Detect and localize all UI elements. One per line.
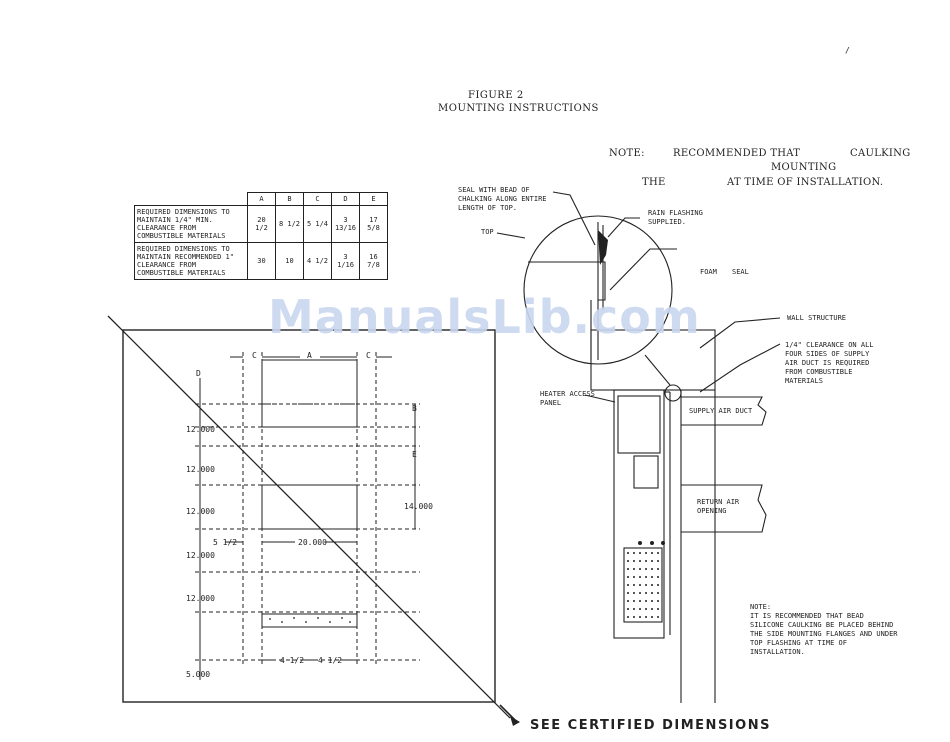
heater-access-callout: HEATER ACCESS PANEL: [540, 390, 595, 407]
dim-label: 14.000: [404, 502, 433, 511]
note-text-3: MOUNTING: [771, 162, 837, 173]
supply-air-label: SUPPLY AIR DUCT: [689, 407, 753, 415]
arrow-head-icon: [510, 716, 520, 726]
dim-label: 12.000: [186, 507, 215, 516]
note-text-5: AT TIME OF INSTALLATION.: [727, 177, 884, 188]
rain-flashing-callout: RAIN FLASHING SUPPLIED.: [648, 209, 703, 226]
label-d: D: [196, 369, 201, 378]
label-c-left: C: [252, 351, 257, 360]
note-text-4: THE: [642, 177, 666, 188]
label-c-right: C: [366, 351, 371, 360]
seal-callout: SEAL WITH BEAD OF CHALKING ALONG ENTIRE …: [458, 186, 547, 212]
detail-circle: [523, 215, 673, 365]
dim-label: 12.000: [186, 594, 215, 603]
diagonal-line: [107, 315, 511, 719]
label-b: B: [412, 404, 417, 413]
louver-rect: [261, 613, 358, 628]
table-cell: 16 7/8: [359, 242, 388, 280]
dim-label: 5 1/2: [213, 538, 238, 547]
louver-grill: [623, 547, 663, 623]
table-cell: 3 1/16: [331, 242, 360, 280]
watermark: ManualsLib.com: [268, 290, 701, 344]
row-label: REQUIRED DIMENSIONS TO MAINTAIN RECOMMEN…: [134, 242, 248, 280]
note-text-1: RECOMMENDED THAT: [673, 148, 801, 159]
foam-callout: FOAM: [700, 268, 717, 276]
top-callout: TOP: [481, 228, 494, 236]
table-row: REQUIRED DIMENSIONS TO MAINTAIN 1/4" MIN…: [134, 205, 388, 243]
label-e: E: [412, 450, 417, 459]
figure-subtitle: MOUNTING INSTRUCTIONS: [438, 103, 599, 114]
dim-label: 20.000: [298, 538, 327, 547]
handwritten-note: SEE CERTIFIED DIMENSIONS: [530, 718, 771, 733]
figure-title: FIGURE 2: [468, 90, 524, 101]
dim-label: 5.000: [186, 670, 211, 679]
note-bottom-text: IT IS RECOMMENDED THAT BEAD SILICONE CAU…: [750, 612, 898, 656]
thermostat-panel: [633, 455, 659, 489]
dimension-table: A B C D E REQUIRED DIMENSIONS TO MAINTAI…: [134, 192, 388, 280]
dim-label: 4 1/2: [318, 656, 343, 665]
wall-structure-callout: WALL STRUCTURE: [787, 314, 847, 322]
rain-flashing-shape: [598, 230, 608, 265]
note-bottom-label: NOTE:: [750, 603, 772, 611]
table-cell: 5 1/4: [303, 205, 332, 243]
table-cell: 4 1/2: [303, 242, 332, 280]
seal-word-callout: SEAL: [732, 268, 749, 276]
note-label: NOTE:: [609, 148, 645, 159]
table-cell: 3 13/16: [331, 205, 360, 243]
page-mark: /: [845, 46, 850, 55]
table-cell: 30: [247, 242, 276, 280]
supply-duct: [681, 396, 767, 426]
heater-unit: [613, 389, 665, 639]
return-air-label: RETURN AIR OPENING: [697, 498, 740, 515]
detail-circle-small: [664, 384, 682, 402]
dim-label: 12.000: [186, 465, 215, 474]
dim-label: 4 1/2: [280, 656, 305, 665]
dim-label: 12.000: [186, 551, 215, 560]
row-label: REQUIRED DIMENSIONS TO MAINTAIN 1/4" MIN…: [134, 205, 248, 243]
table-cell: 17 5/8: [359, 205, 388, 243]
template-frame: [122, 329, 496, 703]
louver-dots: [627, 552, 659, 618]
note-text-2: CAULKING: [850, 148, 911, 159]
return-opening-rect: [261, 484, 358, 530]
clearance-callout: 1/4" CLEARANCE ON ALL FOUR SIDES OF SUPP…: [785, 341, 874, 385]
return-duct: [681, 484, 767, 533]
dim-label: 12.000: [186, 425, 215, 434]
table-cell: 8 1/2: [275, 205, 304, 243]
col-header-e: E: [359, 192, 388, 206]
table-row: REQUIRED DIMENSIONS TO MAINTAIN RECOMMEN…: [134, 242, 388, 280]
label-a: A: [307, 351, 312, 360]
